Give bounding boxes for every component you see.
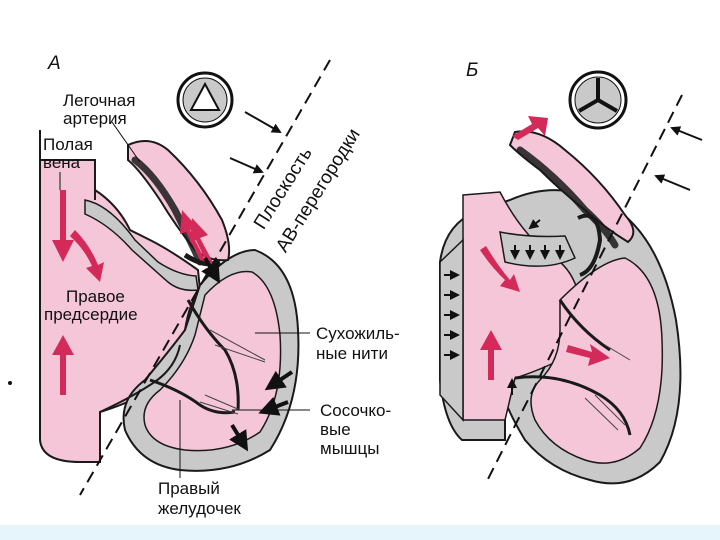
panel-b-heart [440,72,702,485]
right-ventricle-label-2: желудочек [158,500,241,517]
pulmonary-artery-label-2: артерия [63,110,127,127]
vena-cava-label-2: вена [43,154,80,171]
papillary-label-3: мышцы [320,440,380,457]
right-ventricle-label-1: Правый [158,480,220,497]
valve-closed-icon [570,72,626,128]
pulmonary-artery-label-1: Легочная [63,92,135,109]
tendon-chords-label-1: Сухожиль- [316,325,400,342]
bottom-strip [0,525,720,540]
valve-open-icon [178,73,232,127]
panel-a-label: А [48,55,61,72]
tendon-chords-label-2: ные нити [316,345,388,362]
panel-b-label: Б [466,62,478,79]
right-atrium-label-1: Правое [66,288,125,305]
vena-cava-label-1: Полая [43,136,93,153]
papillary-label-1: Сосочко- [320,402,391,419]
papillary-label-2: вые [320,421,351,438]
right-atrium-label-2: предсердие [44,306,138,323]
